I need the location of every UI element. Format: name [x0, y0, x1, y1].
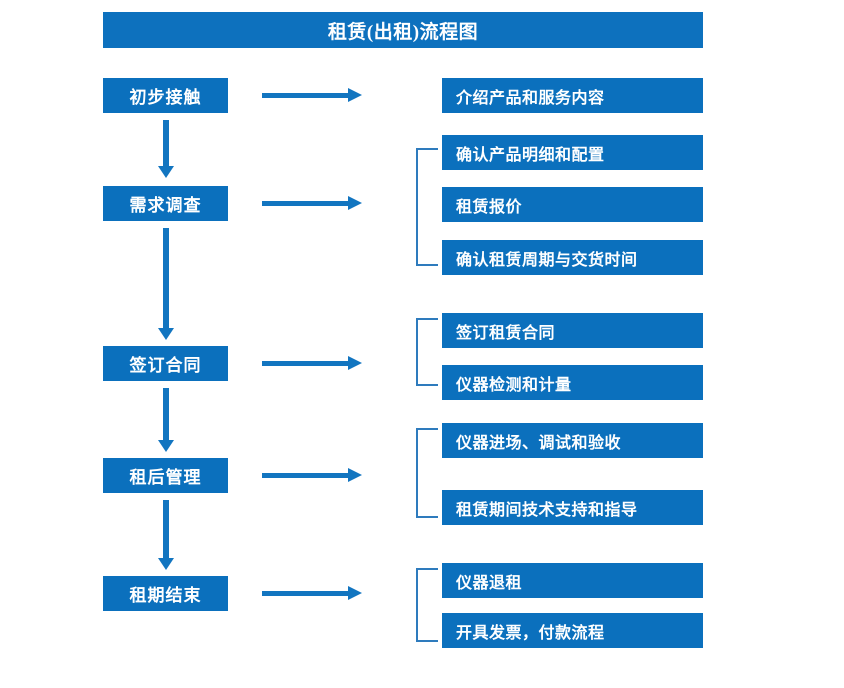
stage-box-4[interactable]: 租后管理: [103, 458, 228, 493]
right-arrow-5: [262, 586, 362, 600]
down-arrow-4: [158, 500, 174, 570]
right-arrow-3-head: [348, 356, 362, 370]
down-arrow-4-shaft: [163, 500, 169, 558]
down-arrow-1-head: [158, 166, 174, 178]
right-arrow-1: [262, 88, 362, 102]
detail-box-1[interactable]: 介绍产品和服务内容: [442, 78, 703, 113]
down-arrow-2: [158, 228, 174, 340]
right-arrow-5-head: [348, 586, 362, 600]
right-arrow-2-shaft: [262, 201, 350, 206]
right-arrow-2: [262, 196, 362, 210]
down-arrow-3: [158, 388, 174, 452]
down-arrow-1: [158, 120, 174, 178]
stage-box-2[interactable]: 需求调查: [103, 186, 228, 221]
down-arrow-2-head: [158, 328, 174, 340]
group-bracket-1: [416, 148, 438, 266]
group-bracket-4: [416, 568, 438, 642]
detail-box-5[interactable]: 签订租赁合同: [442, 313, 703, 348]
group-bracket-2: [416, 318, 438, 386]
detail-box-6[interactable]: 仪器检测和计量: [442, 365, 703, 400]
right-arrow-1-head: [348, 88, 362, 102]
right-arrow-3-shaft: [262, 361, 350, 366]
right-arrow-4-shaft: [262, 473, 350, 478]
right-arrow-4: [262, 468, 362, 482]
down-arrow-4-head: [158, 558, 174, 570]
detail-box-8[interactable]: 租赁期间技术支持和指导: [442, 490, 703, 525]
right-arrow-5-shaft: [262, 591, 350, 596]
group-bracket-3: [416, 428, 438, 518]
detail-box-2[interactable]: 确认产品明细和配置: [442, 135, 703, 170]
page-title: 租赁(出租)流程图: [103, 12, 703, 48]
right-arrow-2-head: [348, 196, 362, 210]
down-arrow-3-head: [158, 440, 174, 452]
detail-box-10[interactable]: 开具发票，付款流程: [442, 613, 703, 648]
detail-box-3[interactable]: 租赁报价: [442, 187, 703, 222]
stage-box-3[interactable]: 签订合同: [103, 346, 228, 381]
detail-box-4[interactable]: 确认租赁周期与交货时间: [442, 240, 703, 275]
down-arrow-2-shaft: [163, 228, 169, 328]
right-arrow-3: [262, 356, 362, 370]
detail-box-9[interactable]: 仪器退租: [442, 563, 703, 598]
down-arrow-1-shaft: [163, 120, 169, 166]
down-arrow-3-shaft: [163, 388, 169, 440]
stage-box-1[interactable]: 初步接触: [103, 78, 228, 113]
right-arrow-4-head: [348, 468, 362, 482]
stage-box-5[interactable]: 租期结束: [103, 576, 228, 611]
detail-box-7[interactable]: 仪器进场、调试和验收: [442, 423, 703, 458]
right-arrow-1-shaft: [262, 93, 350, 98]
